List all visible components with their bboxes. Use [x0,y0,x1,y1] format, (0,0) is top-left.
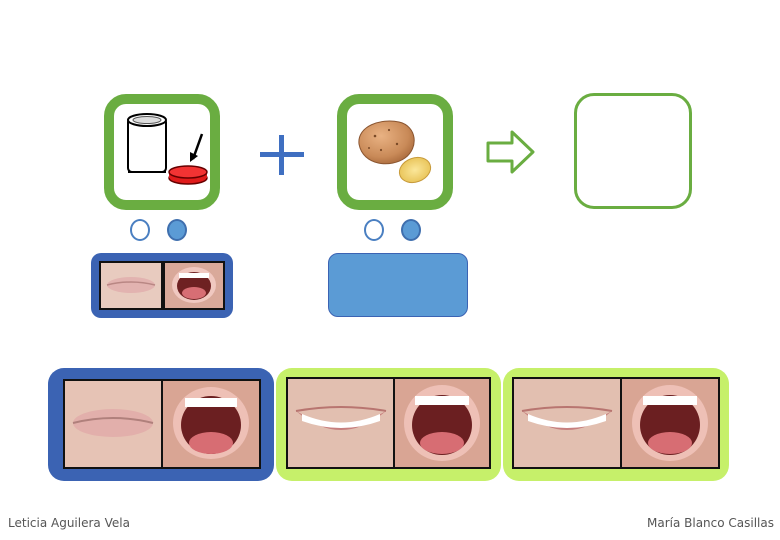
smile-teeth-photo [286,377,396,469]
glass-lid-icon [127,113,208,185]
potato-icon [358,120,432,184]
answer-frame[interactable] [574,93,692,209]
pictogram-glass-lid [104,94,220,210]
arrow-right-icon [486,130,535,174]
mouth-closed-photo [63,379,163,469]
answer-box[interactable] [328,253,468,317]
syllable-dot-2 [167,219,187,241]
mouth-open-photo [161,379,261,469]
syllable-dot-1 [130,219,150,241]
mouth-open-photo [393,377,491,469]
mouth-strip-3 [503,368,729,481]
footer-right-author: María Blanco Casillas [646,516,774,530]
mouth-open-photo [163,261,225,310]
mouth-strip-2 [276,368,501,481]
mouth-strip-small [91,253,233,318]
syllable-dot-2 [401,219,421,241]
mouth-closed-photo [99,261,163,310]
mouth-open-photo [620,377,720,469]
footer-left-author: Leticia Aguilera Vela [8,516,130,530]
plus-icon [260,135,304,175]
pictogram-potato [337,94,453,210]
mouth-strip-1 [48,368,274,481]
smile-teeth-photo [512,377,622,469]
syllable-dot-1 [364,219,384,241]
